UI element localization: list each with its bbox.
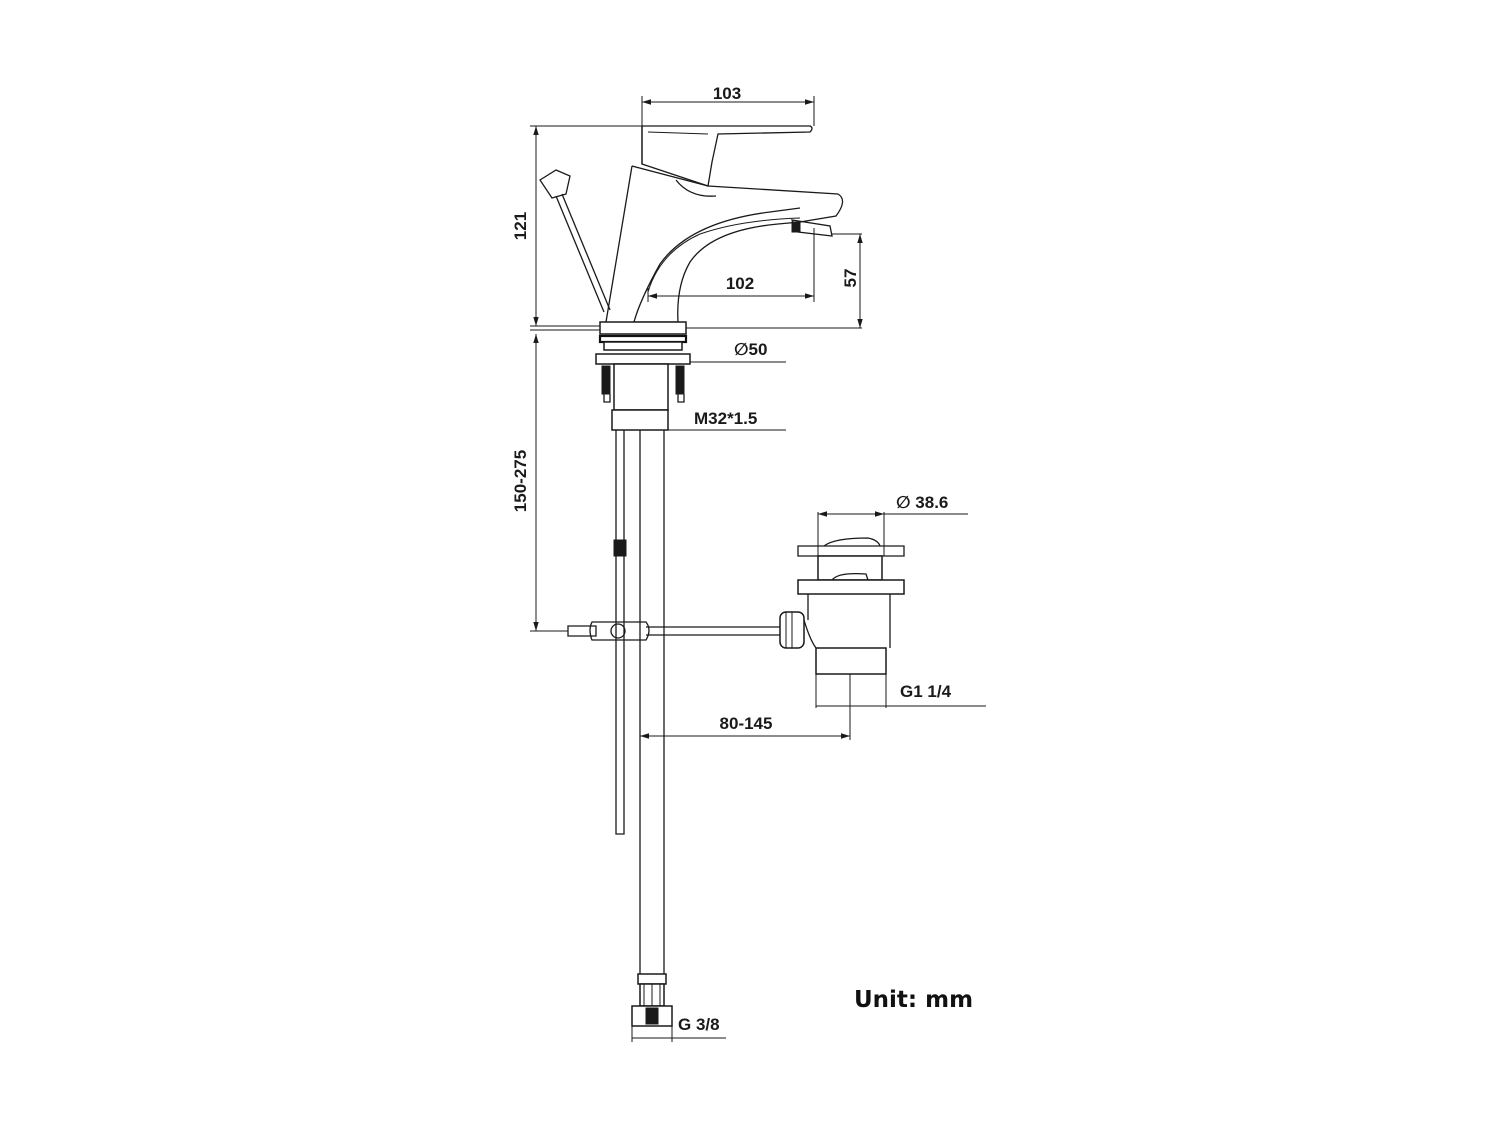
dim-lever-reach: 103: [713, 84, 741, 103]
dim-base-diameter: ∅50: [734, 340, 767, 359]
dimension-lines: [530, 96, 986, 1042]
flexible-hoses: [613, 430, 673, 1027]
unit-label: Unit: mm: [854, 987, 973, 1013]
dim-plug-diameter: ∅ 38.6: [896, 493, 948, 512]
dim-hose-thread: G 3/8: [678, 1015, 720, 1034]
dim-waste-thread: G1 1/4: [900, 682, 952, 701]
dim-thread: M32*1.5: [694, 409, 757, 428]
pop-up-waste: [797, 537, 905, 675]
dim-height: 121: [511, 212, 530, 240]
linkage-rod: [567, 611, 805, 649]
faucet-body: [605, 125, 844, 323]
dim-hose-length: 150-275: [511, 450, 530, 512]
dim-spout-height: 57: [841, 269, 860, 288]
base-assembly: [595, 321, 691, 431]
dim-rod-length: 80-145: [720, 714, 773, 733]
pop-up-lift-rod: [539, 169, 611, 313]
dim-spout-reach: 102: [726, 274, 754, 293]
